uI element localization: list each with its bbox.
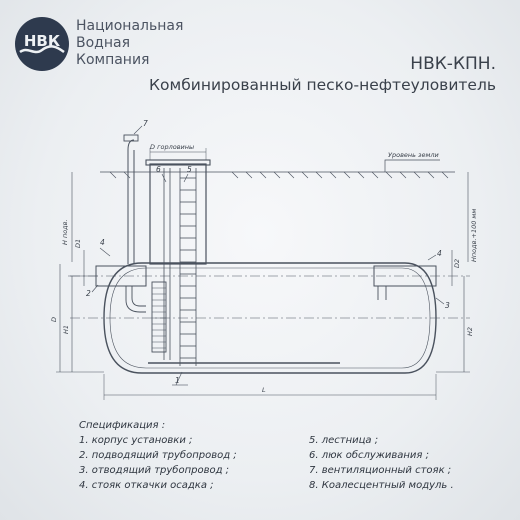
l-label: L bbox=[262, 386, 266, 394]
spec-item: 3. отводящий трубопровод ; bbox=[79, 465, 230, 476]
label-2: 2 bbox=[86, 289, 91, 298]
ground-level-label: Уровень земли bbox=[388, 151, 439, 159]
company-line: Национальная bbox=[76, 18, 184, 34]
outlet-pipe bbox=[373, 265, 437, 287]
ground-level-leader bbox=[384, 159, 440, 172]
h1-label: Н1 bbox=[62, 325, 70, 334]
d1-label: D1 bbox=[74, 239, 82, 248]
coalescent-module bbox=[151, 281, 167, 353]
product-name: Комбинированный песко-нефтеуловитель bbox=[149, 76, 496, 94]
spec-left: Спецификация : 1. корпус установки ; 2. … bbox=[79, 418, 237, 493]
spec-item: 7. вентиляционный стояк ; bbox=[309, 465, 452, 476]
neck-lid bbox=[145, 159, 211, 166]
vent-cap bbox=[123, 134, 139, 142]
label-4b: 4 bbox=[437, 249, 442, 258]
ventilation-standpipe bbox=[127, 139, 135, 264]
spec-item: 4. стояк откачки осадка ; bbox=[79, 480, 214, 491]
label-6: 6 bbox=[156, 165, 161, 174]
ground-hatching bbox=[109, 171, 449, 179]
spec-item: 6. люк обслуживания ; bbox=[309, 450, 429, 461]
vent-label-leader bbox=[133, 125, 143, 135]
spec-item: 5. лестница ; bbox=[309, 435, 379, 446]
service-neck bbox=[149, 163, 207, 265]
logo-text: НВК bbox=[24, 32, 61, 50]
label-1: 1 bbox=[175, 376, 180, 385]
ladder bbox=[179, 168, 197, 366]
spec-item: 1. корпус установки ; bbox=[79, 435, 193, 446]
nvk-logo: НВК bbox=[15, 17, 69, 71]
label-4: 4 bbox=[100, 238, 105, 247]
inlet-elbow bbox=[131, 286, 146, 307]
spec-item: 8. Коалесцентный модуль . bbox=[309, 480, 454, 491]
h-podv-100-label: Нподв.+100 мм bbox=[470, 209, 478, 262]
product-code: НВК-КПН. bbox=[410, 54, 496, 74]
company-name: Национальная Водная Компания bbox=[76, 18, 183, 69]
tank-body bbox=[103, 262, 437, 374]
d-label: D bbox=[50, 317, 58, 322]
d2-label: D2 bbox=[453, 259, 461, 268]
neck-dimension-label: D горловины bbox=[150, 143, 194, 151]
label-5: 5 bbox=[187, 165, 192, 174]
tank-inner-wall bbox=[109, 267, 431, 369]
label-7: 7 bbox=[143, 119, 148, 128]
spec-right: 5. лестница ; 6. люк обслуживания ; 7. в… bbox=[309, 433, 454, 493]
coalescent-hatch bbox=[152, 287, 166, 349]
spec-title: Спецификация : bbox=[79, 420, 166, 431]
spec-item: 2. подводящий трубопровод ; bbox=[79, 450, 237, 461]
label-3: 3 bbox=[445, 301, 450, 310]
company-line: Водная bbox=[76, 35, 131, 51]
company-line: Компания bbox=[76, 52, 150, 68]
h2-label: Н2 bbox=[466, 327, 474, 336]
h-pod-label: Н подв. bbox=[61, 219, 69, 245]
